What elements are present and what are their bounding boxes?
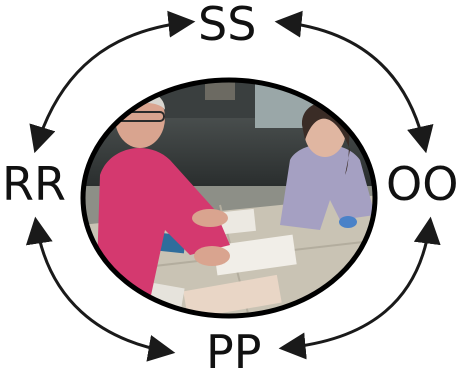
photo-circle-border: [80, 77, 378, 319]
photo-circle: [83, 80, 375, 316]
arrow-left-bottom: [25, 216, 176, 362]
arrow-right-bottom: [278, 216, 441, 360]
arrow-top-left: [29, 10, 196, 154]
node-oo: OO: [386, 157, 459, 211]
node-rr: RR: [2, 157, 66, 211]
node-pp: PP: [206, 325, 262, 379]
node-ss: SS: [198, 0, 257, 51]
arrow-top-right: [274, 10, 434, 154]
